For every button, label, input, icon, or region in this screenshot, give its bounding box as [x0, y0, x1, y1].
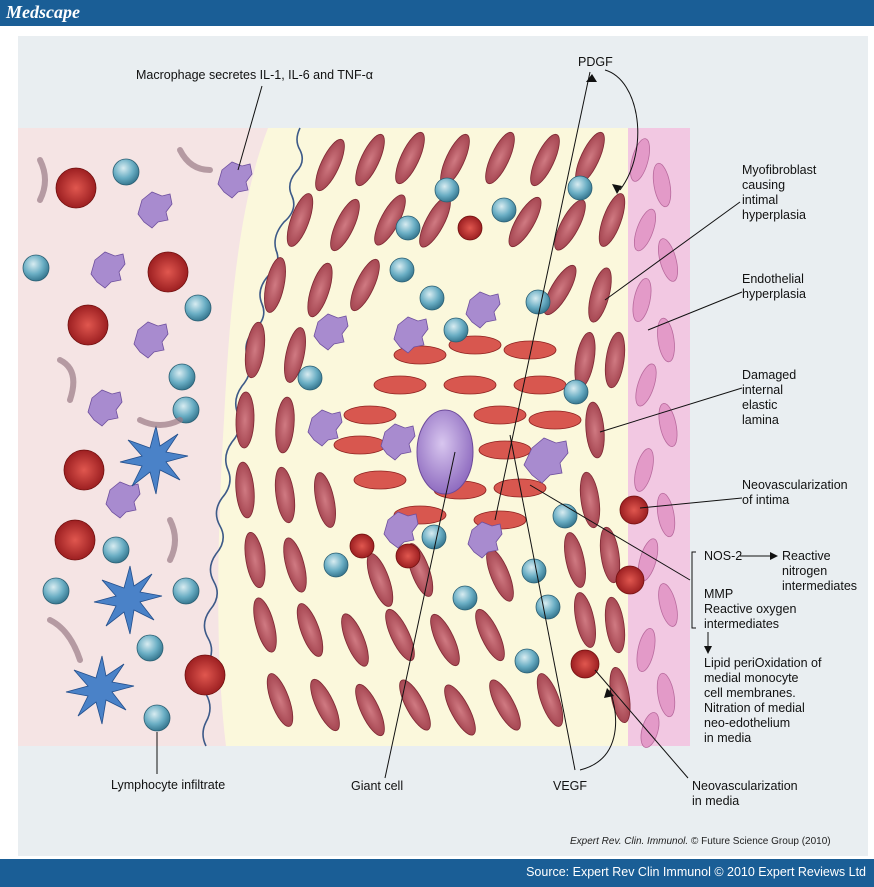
figure-credit: Expert Rev. Clin. Immunol. © Future Scie… [570, 836, 831, 847]
label-vegf: VEGF [553, 779, 588, 793]
label-neovascularization-intima: Neovascularization of intima [742, 478, 848, 507]
label-endothelial-hyperplasia: Endothelial hyperplasia [742, 272, 806, 301]
label-reactive-nitrogen: Reactive nitrogen intermediates [782, 549, 858, 593]
label-giant-cell: Giant cell [351, 779, 404, 793]
source-text: Source: Expert Rev Clin Immunol © 2010 E… [526, 865, 866, 879]
label-lymphocyte-infiltrate: Lymphocyte infiltrate [111, 778, 226, 792]
label-mmp: MMP Reactive oxygen intermediates [704, 587, 797, 631]
label-macrophage: Macrophage secretes IL-1, IL-6 and TNF-α [136, 68, 373, 82]
brand-logo: Medscape [6, 2, 80, 22]
label-pdgf: PDGF [578, 55, 613, 69]
giant-cell [416, 409, 474, 495]
label-nos2: NOS-2 [704, 549, 743, 563]
credit-copyright: © Future Science Group (2010) [690, 836, 831, 847]
credit-journal: Expert Rev. Clin. Immunol. [570, 836, 689, 847]
label-lipid-perioxidation: Lipid periOxidation of medial monocyte c… [704, 656, 822, 745]
label-damaged-lamina: Damaged internal elastic lamina [742, 368, 797, 427]
footer-bar: Source: Expert Rev Clin Immunol © 2010 E… [0, 859, 874, 887]
label-neovascularization-media: Neovascularization in media [692, 779, 798, 808]
header-bar: Medscape [0, 0, 874, 26]
label-myofibroblast: Myofibroblast causing intimal hyperplasi… [742, 163, 817, 222]
